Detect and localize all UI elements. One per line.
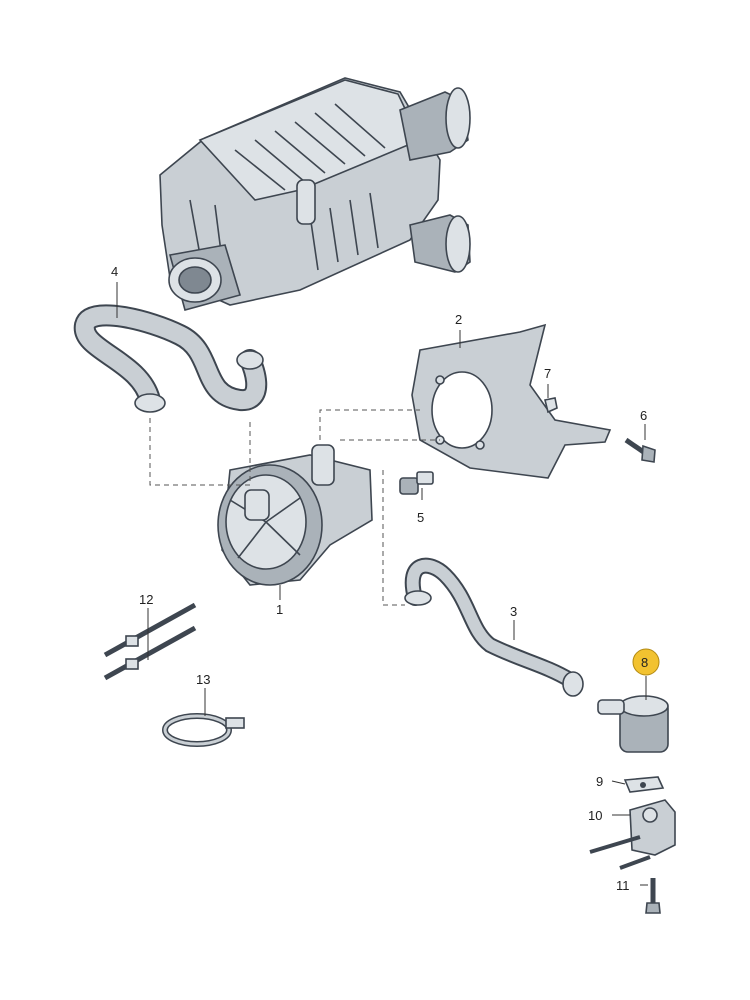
breather-hose (73, 304, 268, 413)
temperature-sensor (399, 471, 434, 495)
bolt-long (645, 878, 661, 914)
combination-valve (597, 695, 669, 753)
callouts: 4 2 7 6 5 1 3 12 13 8 9 10 11 (111, 264, 660, 893)
callout-3: 4 (111, 264, 118, 279)
callout-6: 6 (640, 408, 647, 423)
callout-1: 1 (276, 602, 283, 617)
callout-7: 7 (544, 366, 551, 381)
air-filter-housing (159, 77, 471, 311)
leader-lines (116, 282, 648, 886)
flange (589, 799, 676, 870)
assembly-lines (149, 409, 440, 606)
callout-5: 5 (417, 510, 424, 525)
callout-8-highlight (632, 648, 660, 676)
gasket (623, 776, 665, 793)
callout-2: 2 (455, 312, 462, 327)
hose-clamp (162, 713, 245, 747)
secondary-air-pump (217, 444, 373, 586)
mounting-bracket (411, 323, 612, 479)
callout-4: 3 (510, 604, 517, 619)
callout-13: 13 (196, 672, 210, 687)
nut (544, 397, 558, 414)
bolt (624, 437, 656, 463)
callout-11: 11 (616, 878, 630, 893)
callout-9: 9 (596, 774, 603, 789)
pressure-hose (404, 557, 584, 697)
callout-10: 10 (588, 808, 602, 823)
cable-ties (103, 602, 197, 681)
callout-8: 8 (641, 655, 648, 670)
callout-12: 12 (139, 592, 153, 607)
